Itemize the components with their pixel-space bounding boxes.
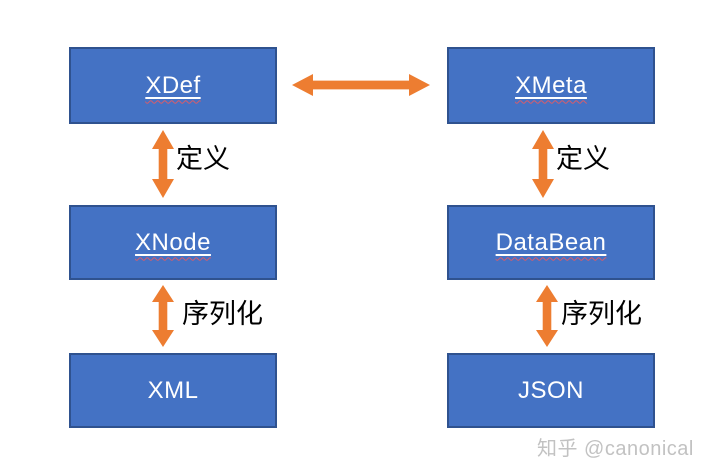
edge-label-define-right: 定义 <box>556 144 610 174</box>
box-json: JSON <box>447 353 655 428</box>
box-label-xnode: XNode <box>135 228 211 256</box>
zhihu-watermark: 知乎 @canonical <box>537 438 694 460</box>
box-xmeta: XMeta <box>447 47 655 124</box>
double-arrow-horizontal-icon <box>292 74 430 96</box>
spellcheck-underline: XDef <box>145 72 200 100</box>
edge-label-serialize-right: 序列化 <box>561 299 642 329</box>
double-arrow-vertical-icon <box>536 285 558 347</box>
double-arrow-vertical-icon <box>152 130 174 198</box>
box-label-xdef: XDef <box>145 71 201 99</box>
box-label-databean: DataBean <box>495 228 607 256</box>
box-label-json: JSON <box>517 376 584 404</box>
box-xnode: XNode <box>69 205 277 280</box>
spellcheck-underline: DataBean <box>496 229 607 257</box>
double-arrow-vertical-icon <box>152 285 174 347</box>
edge-label-define-left: 定义 <box>176 144 230 174</box>
spellcheck-underline: XMeta <box>515 72 587 100</box>
box-xdef: XDef <box>69 47 277 124</box>
box-xml: XML <box>69 353 277 428</box>
box-label-xml: XML <box>147 376 199 404</box>
box-databean: DataBean <box>447 205 655 280</box>
spellcheck-underline: XNode <box>135 229 211 257</box>
edge-label-serialize-left: 序列化 <box>182 299 263 329</box>
double-arrow-vertical-icon <box>532 130 554 198</box>
box-label-xmeta: XMeta <box>515 71 587 99</box>
